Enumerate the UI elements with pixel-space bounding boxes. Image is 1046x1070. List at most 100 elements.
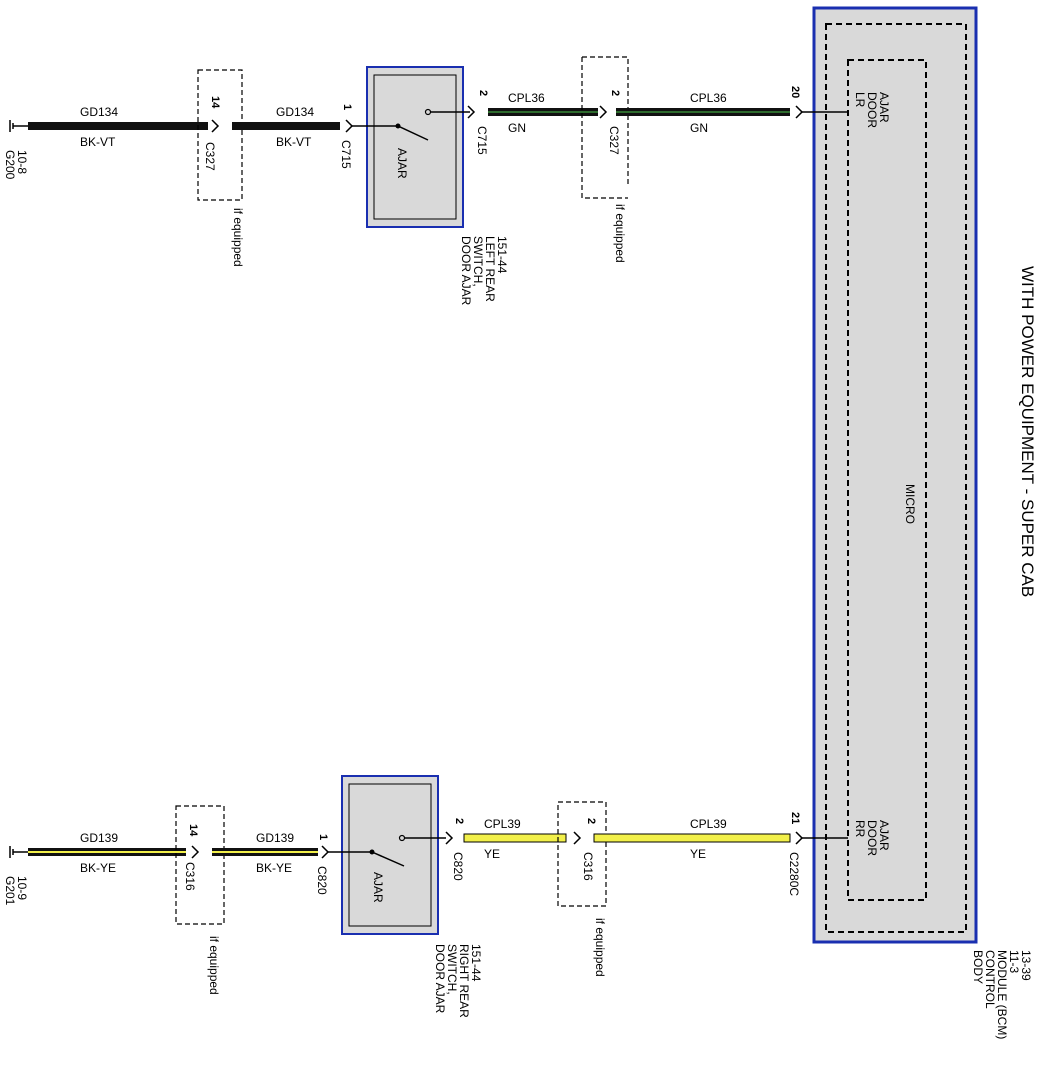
wire-gd139-color-2: BK-YE [256, 861, 292, 875]
c327b-note: if equipped [613, 204, 627, 263]
c316b-label: C316 [581, 852, 595, 881]
switch-rr-connector-out: C820 [451, 852, 465, 881]
switch-rr-name-4: 151-44 [469, 944, 483, 982]
bcm-outer-box [812, 6, 978, 944]
c327-pin-14: 14 [209, 96, 221, 109]
wire-gd134-color-2: BK-VT [276, 135, 312, 149]
micro-label: MICRO [903, 484, 917, 524]
rr-input-line-3: AJAR [877, 820, 891, 851]
rr-input-line-2: DOOR [865, 820, 879, 856]
bcm-name-line-4: 11-3 [1007, 950, 1021, 973]
inline-connector-c316b-box [557, 801, 607, 907]
wire-cpl36-color-2: GN [690, 121, 708, 135]
connector-c327b-chevron [599, 105, 608, 119]
switch-lr-pin-1: 1 [341, 104, 353, 110]
switch-rr-box [341, 775, 439, 935]
wire-cpl39-segment-2 [593, 833, 791, 843]
bcm-pin-20: 20 [789, 86, 801, 98]
switch-rr-name-1: DOOR AJAR [433, 944, 447, 1014]
bcm-connector-c2280c: C2280C [787, 852, 801, 896]
wire-gd134-segment-1 [28, 122, 208, 130]
wire-cpl36-name-2: CPL36 [690, 91, 727, 105]
switch-lr-contact [397, 125, 429, 141]
inline-connector-c316-box [175, 805, 225, 925]
switch-rr-name-3: RIGHT REAR [457, 944, 471, 1018]
wire-cpl36-name-1: CPL36 [508, 91, 545, 105]
inline-connector-c327b-box [581, 56, 629, 199]
ground-name-g201: G201 [3, 876, 17, 906]
wire-gd134-name-2: GD134 [276, 105, 314, 119]
switch-lr-name-2: SWITCH, [471, 236, 485, 287]
c316b-pin-2: 2 [585, 818, 597, 824]
switch-lr-name-3: LEFT REAR [483, 236, 497, 302]
bcm-pin-21-chevron [795, 831, 804, 845]
bcm-pin-21: 21 [789, 812, 801, 824]
switch-lr-inner [373, 74, 457, 220]
bcm-module: MICRO LR DOOR AJAR RR DOOR AJAR BODY CON… [812, 6, 1033, 1039]
c316-pin-14: 14 [187, 824, 199, 837]
ground-ref-g200: 10-8 [15, 150, 29, 174]
wire-gd139-name-1: GD139 [80, 831, 118, 845]
wire-gd134-color-1: BK-VT [80, 135, 116, 149]
wire-gd139-color-1: BK-YE [80, 861, 116, 875]
c327b-pin-2: 2 [609, 90, 621, 96]
connector-c316b-chevron [573, 831, 582, 845]
ground-symbol-g200 [9, 120, 28, 132]
switch-rr-label: AJAR [371, 872, 385, 903]
switch-lr-name-1: DOOR AJAR [459, 236, 473, 306]
lower-circuit: G201 10-9 GD139 BK-YE 14 C316 if equippe… [3, 775, 848, 1018]
bcm-inner-dashed [825, 23, 967, 933]
switch-rr-pin-2: 2 [453, 818, 465, 824]
bcm-name-line-3: MODULE (BCM) [995, 950, 1009, 1039]
connector-c715-out-chevron [467, 105, 476, 119]
switch-rr-connector-in: C820 [315, 866, 329, 895]
wire-gd139-name-2: GD139 [256, 831, 294, 845]
upper-circuit: G200 10-8 GD134 BK-VT 14 C327 if equippe… [3, 56, 848, 306]
wire-cpl39-color-1: YE [484, 847, 500, 861]
connector-c327-chevron [211, 119, 220, 133]
bcm-pin-20-chevron [795, 105, 804, 119]
switch-lr-name-4: 151-44 [495, 236, 509, 274]
diagram-title: WITH POWER EQUIPMENT - SUPER CAB [1018, 266, 1037, 597]
wire-cpl39-name-2: CPL39 [690, 817, 727, 831]
c316-note: if equipped [207, 936, 221, 995]
bcm-name-line-1: BODY [971, 950, 985, 984]
ground-name-g200: G200 [3, 150, 17, 180]
micro-box [847, 59, 927, 901]
switch-lr-connector-out: C715 [475, 126, 489, 155]
inline-connector-c327-box [197, 69, 243, 201]
lr-input-line-3: AJAR [877, 92, 891, 123]
wire-cpl36-color-1: GN [508, 121, 526, 135]
c316b-note: if equipped [593, 918, 607, 977]
c316-label: C316 [183, 862, 197, 891]
lr-input-line-1: LR [853, 92, 867, 108]
connector-c820-out-chevron [445, 831, 454, 845]
wire-gd134-segment-2 [232, 122, 340, 130]
wire-cpl39-color-2: YE [690, 847, 706, 861]
switch-rr-name-2: SWITCH, [445, 944, 459, 995]
c327-note: if equipped [231, 208, 245, 267]
switch-lr-label: AJAR [395, 148, 409, 179]
connector-c820-in-chevron [321, 845, 330, 859]
wire-cpl39-segment-1 [463, 833, 567, 843]
wire-cpl39-name-1: CPL39 [484, 817, 521, 831]
switch-rr-pin-1: 1 [317, 834, 329, 840]
switch-lr-box [366, 66, 464, 228]
switch-rr-inner [348, 783, 432, 927]
ground-symbol-g201 [9, 846, 28, 858]
switch-lr-connector-in: C715 [339, 140, 353, 169]
switch-rr-contact [371, 851, 405, 867]
bcm-name-line-5: 13-39 [1019, 950, 1033, 981]
rr-input-line-1: RR [853, 820, 867, 838]
wire-gd134-name-1: GD134 [80, 105, 118, 119]
c327-label: C327 [203, 142, 217, 171]
ground-ref-g201: 10-9 [15, 876, 29, 900]
connector-c715-in-chevron [345, 119, 354, 133]
bcm-name-line-2: CONTROL [983, 950, 997, 1009]
c327b-label: C327 [607, 126, 621, 155]
connector-c316-chevron [191, 845, 200, 859]
lr-input-line-2: DOOR [865, 92, 879, 128]
switch-lr-pin-2: 2 [477, 90, 489, 96]
